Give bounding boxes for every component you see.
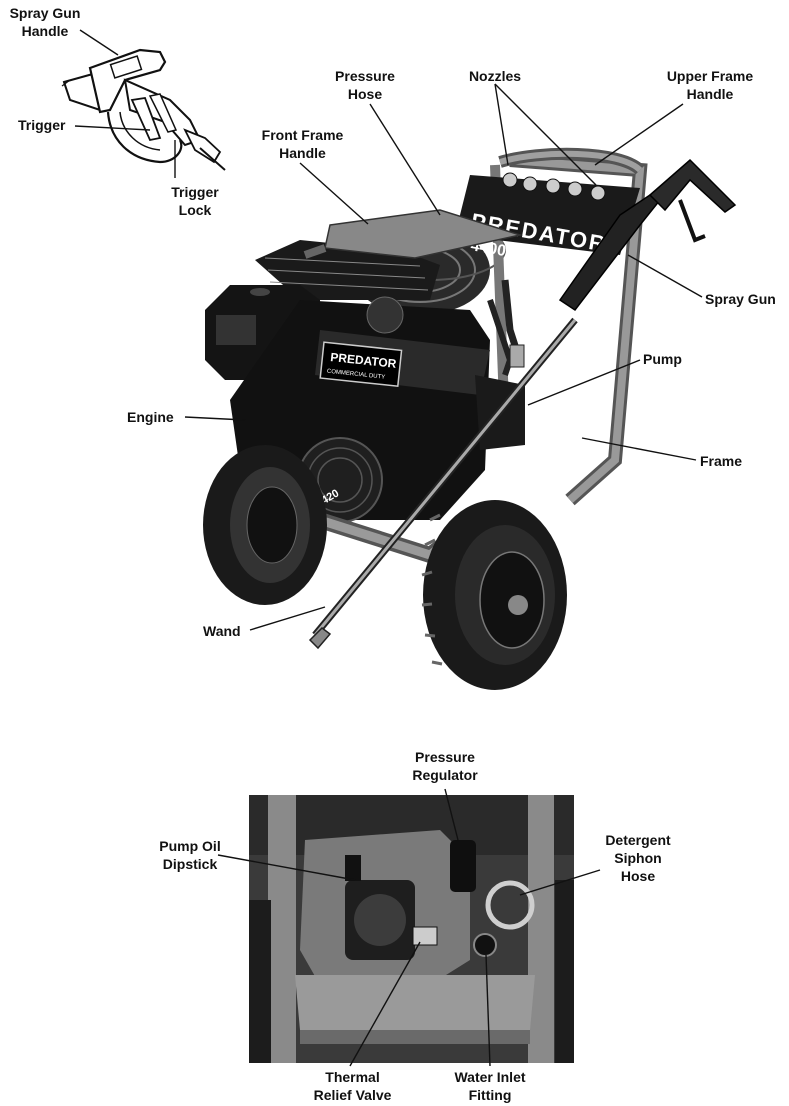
- panel-psi-rating: 4400PSI / 4.2GPM: [469, 237, 577, 272]
- pressure-washer-illustration: PREDATOR 4400PSI / 4.2GPM: [203, 147, 737, 690]
- engine-brand-text: PREDATOR: [330, 350, 398, 371]
- label-trigger-lock: Trigger Lock: [171, 184, 219, 218]
- label-detergent-siphon-hose: Detergent Siphon Hose: [605, 832, 671, 884]
- label-upper-frame-handle: Upper Frame Handle: [666, 68, 754, 102]
- label-water-inlet-fitting: Water Inlet Fitting: [454, 1069, 526, 1103]
- pump-detail-photo: [249, 795, 574, 1063]
- label-pressure-regulator: Pressure Regulator: [412, 749, 478, 783]
- label-wand: Wand: [203, 623, 241, 639]
- label-nozzles: Nozzles: [468, 68, 522, 84]
- label-spray-gun: Spray Gun: [705, 291, 776, 307]
- label-pressure-hose: Pressure Hose: [335, 68, 395, 102]
- label-spray-gun-handle: Spray Gun Handle: [9, 5, 81, 39]
- label-pump-oil-dipstick: Pump Oil Dipstick: [159, 838, 221, 872]
- leader-lines: [74, 29, 703, 1067]
- label-engine: Engine: [127, 409, 174, 425]
- label-frame: Frame: [700, 453, 743, 469]
- spray-gun-inset: [61, 48, 226, 171]
- label-trigger: Trigger: [18, 117, 66, 133]
- label-pump: Pump: [643, 351, 682, 367]
- label-thermal-relief-valve: Thermal Relief Valve: [313, 1069, 392, 1103]
- label-front-frame-handle: Front Frame Handle: [261, 127, 344, 161]
